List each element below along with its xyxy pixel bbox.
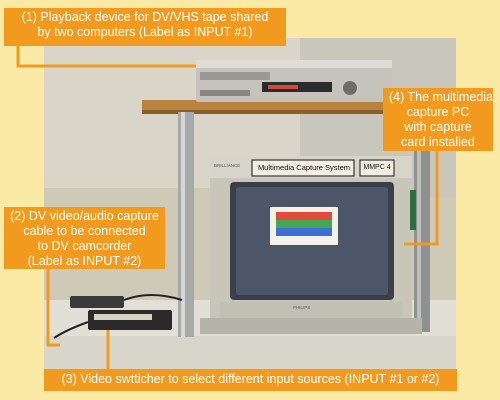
leader-lines: [16, 44, 439, 371]
monitor-maker: PHILIPS: [293, 305, 311, 310]
crt-monitor-icon: [200, 156, 422, 334]
callout-capture-pc-line2: capture PC: [406, 105, 470, 119]
leader-line-input1: [16, 44, 196, 68]
monitor-brand: BRILLIANCE: [214, 163, 241, 168]
monitor-tag: MMPC 4: [363, 164, 391, 171]
callout-capture-pc-line4: card installed: [401, 135, 475, 149]
callout-input2-line2: cable to be connected: [23, 224, 146, 238]
leader-line-capture-pc: [404, 149, 439, 246]
leader-line-input2: [46, 268, 60, 347]
video-switcher-box-icon: [53, 294, 183, 339]
callout-capture-pc: (4) The multimedia capture PC with captu…: [383, 88, 493, 151]
callout-capture-pc-line1: (4) The multimedia: [389, 90, 493, 104]
callout-switcher: (3) Video swtticher to select different …: [44, 369, 457, 391]
callout-switcher-line1: (3) Video swtticher to select different …: [61, 372, 440, 386]
wooden-shelf: [142, 100, 444, 114]
callout-input2: (2) DV video/audio capture cable to be c…: [4, 207, 165, 269]
callout-input2-line1: (2) DV video/audio capture: [10, 209, 159, 223]
callout-input2-line3: to DV camcorder: [37, 239, 132, 253]
callout-input1-line1: (1) Playback device for DV/VHS tape shar…: [21, 10, 269, 24]
shelf-legs: [178, 112, 430, 337]
callout-input1-line2: by two computers (Label as INPUT #1): [37, 25, 253, 39]
vcr-deck-icon: [196, 60, 392, 102]
callout-input1: (1) Playback device for DV/VHS tape shar…: [4, 8, 286, 46]
monitor-sign: Multimedia Capture System: [257, 163, 351, 172]
callout-input2-line4: (Label as INPUT #2): [27, 254, 142, 268]
callout-capture-pc-line3: with capture: [404, 120, 472, 134]
